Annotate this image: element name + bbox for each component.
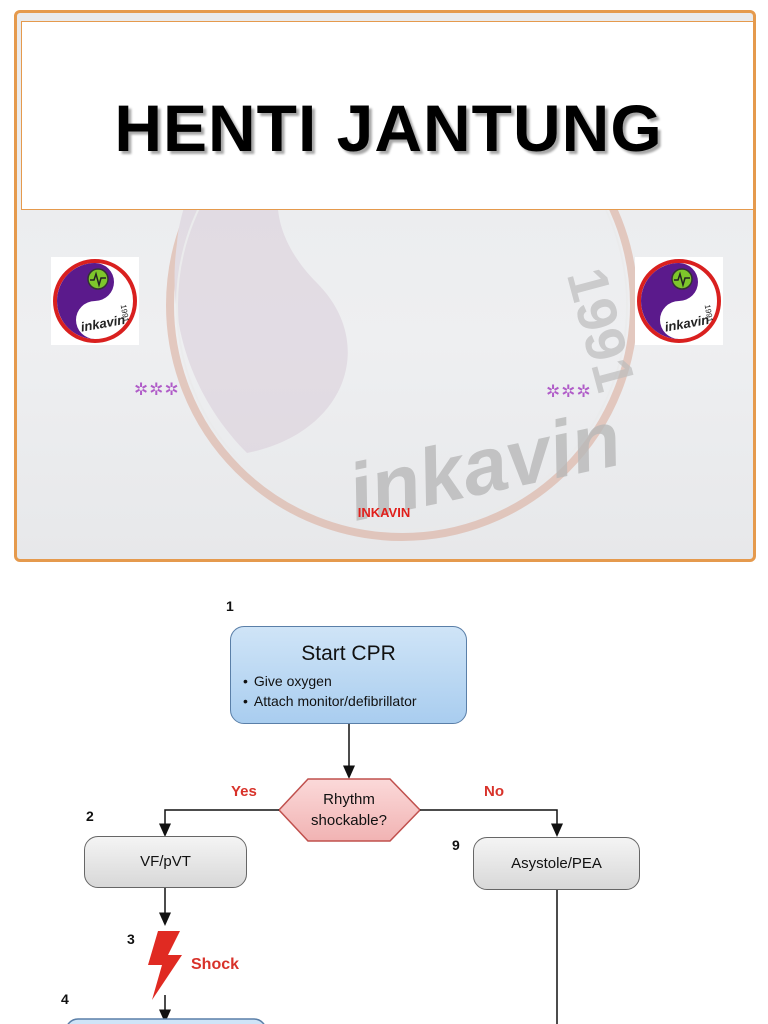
asystole-pea-label: Asystole/PEA [511,855,602,872]
inkavin-logo-icon: inkavin 1991 [635,257,723,345]
step-number-1: 1 [226,598,234,614]
connector-yes-branch [159,809,279,837]
list-item: Attach monitor/defibrillator [243,691,417,711]
step4-box [67,1018,265,1024]
decorative-stars-right: ✲✲✲ [546,382,592,402]
step-number-4: 4 [61,991,69,1007]
title-box: HENTI JANTUNG [21,21,754,210]
step-number-9: 9 [452,837,460,853]
start-cpr-list: Give oxygen Attach monitor/defibrillator [243,671,417,711]
start-cpr-title: Start CPR [301,642,396,665]
start-cpr-box: Start CPR Give oxygen Attach monitor/def… [230,626,467,724]
lightning-bolt-icon [148,931,182,1000]
flowchart-connectors [67,723,563,1024]
connector-no-branch [420,809,563,837]
inkavin-logo-icon: inkavin 1991 [51,257,139,345]
vf-pvt-box: VF/pVT [84,836,247,888]
no-label: No [484,783,504,800]
shock-label: Shock [191,956,240,973]
logo-year: 1991 [119,304,131,324]
list-item: Give oxygen [243,671,417,691]
step-number-3: 3 [127,931,135,947]
vf-pvt-label: VF/pVT [140,853,191,870]
yes-label: Yes [231,783,257,800]
title-slide: inkavin 1991 HENTI JANTUNG inkavin 1991 … [14,10,756,562]
decorative-stars-left: ✲✲✲ [134,380,180,400]
step-number-2: 2 [86,808,94,824]
logo-year: 1991 [703,304,715,324]
decision-line-1: Rhythm [323,791,375,808]
asystole-pea-box: Asystole/PEA [473,837,640,890]
decision-label: Rhythm shockable? [296,789,402,831]
brand-caption: INKAVIN [357,505,411,520]
decision-line-2: shockable? [311,812,387,829]
slide-title: HENTI JANTUNG [114,91,663,165]
cpr-flowchart-slide: 1 Start CPR Give oxygen Attach monitor/d… [0,575,768,1024]
